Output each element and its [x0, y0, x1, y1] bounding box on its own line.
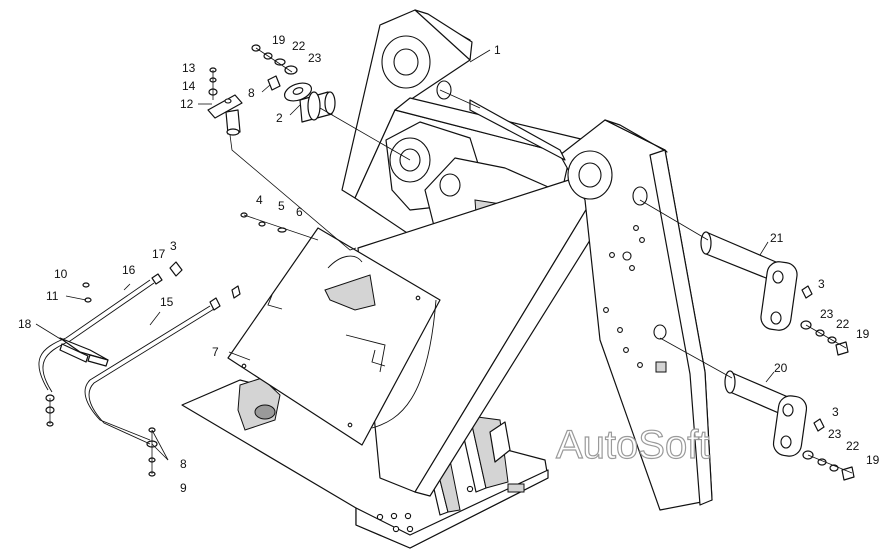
callout-17: 17: [152, 247, 166, 261]
callout-numbers: 1 2 8 19 22 23 13 14 12 4 5 6 7 10 16 17…: [18, 33, 880, 495]
callout-3: 3: [170, 239, 177, 253]
callout-4: 4: [256, 193, 263, 207]
watermark-text: AutoSoft: [556, 423, 709, 467]
callout-18: 18: [18, 317, 32, 331]
callout-8: 8: [248, 86, 255, 100]
callout-11: 11: [46, 289, 59, 303]
callout-5: 5: [278, 199, 285, 213]
callout-6: 6: [296, 205, 303, 219]
top-cover-plate: [227, 227, 441, 446]
callout-20: 20: [774, 361, 788, 375]
lock-plate-12: [207, 94, 243, 136]
callout-15: 15: [160, 295, 174, 309]
callout-22-lower-right: 22: [846, 439, 860, 453]
callout-22-right: 22: [836, 317, 850, 331]
callout-2: 2: [276, 111, 283, 125]
callout-23-right: 23: [820, 307, 834, 321]
callout-1: 1: [494, 43, 501, 57]
callout-13: 13: [182, 61, 196, 75]
callout-23: 23: [308, 51, 322, 65]
assembly-leaders: [35, 47, 853, 474]
pin-2: [283, 82, 336, 123]
pin-20: [724, 370, 808, 457]
callout-3-lower-right: 3: [832, 405, 839, 419]
callout-8-bottom: 8: [180, 457, 187, 471]
callout-19-right: 19: [856, 327, 870, 341]
callout-23-lower-right: 23: [828, 427, 842, 441]
callout-19: 19: [272, 33, 286, 47]
main-frame: [341, 9, 713, 511]
callout-22: 22: [292, 39, 306, 53]
callout-9: 9: [180, 481, 187, 495]
callout-14: 14: [182, 79, 196, 93]
callout-16: 16: [122, 263, 136, 277]
pin-21: [700, 231, 798, 331]
callout-21: 21: [770, 231, 784, 245]
callout-12: 12: [180, 97, 194, 111]
callout-19-lower-right: 19: [866, 453, 880, 467]
cable-assemblies: [38, 279, 215, 445]
callout-10: 10: [54, 267, 68, 281]
callout-7: 7: [212, 345, 219, 359]
callout-3-right: 3: [818, 277, 825, 291]
